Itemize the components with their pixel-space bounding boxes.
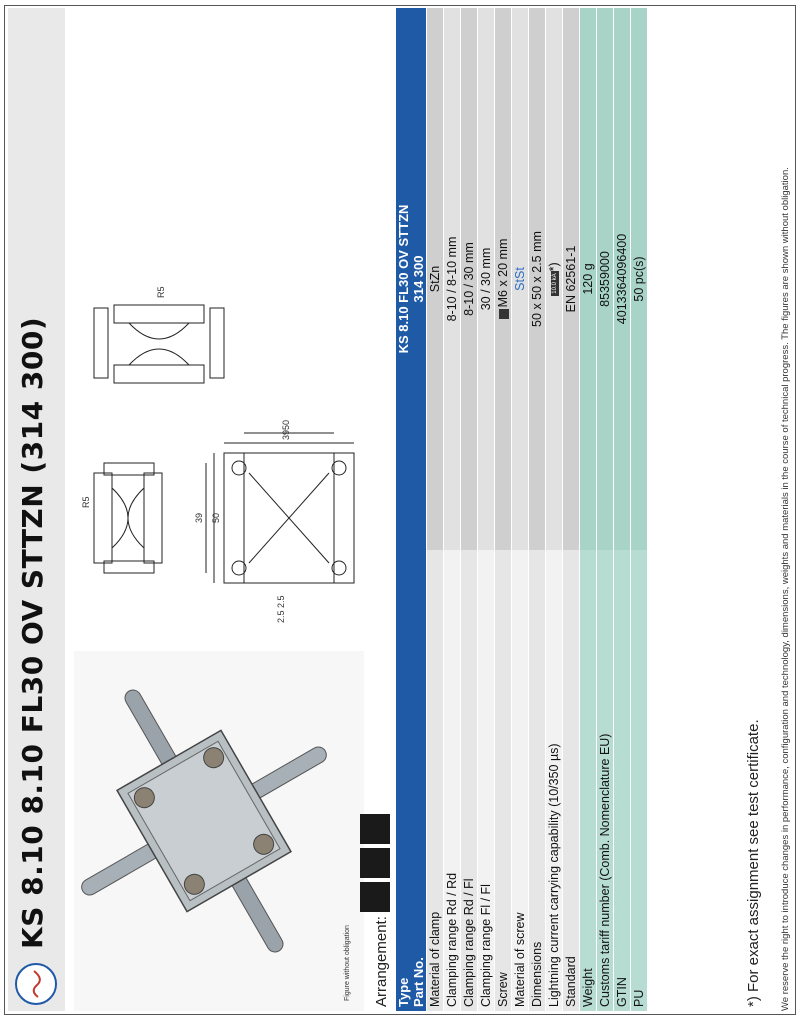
dim-r5-left: R5	[81, 496, 91, 508]
cross-arrangement-icon	[360, 882, 390, 913]
table-row: Clamping range Rd / Rd 8-10 / 8-10 mm	[443, 8, 461, 1011]
table-row: GTIN 4013364096400	[613, 8, 631, 1011]
row-label: Clamping range Fl / Fl	[477, 550, 495, 1011]
t-arrangement-icon	[360, 848, 390, 879]
row-value-text: 30 / 30 mm	[479, 247, 493, 311]
row-value: 4013364096400	[613, 8, 631, 550]
row-label: Material of clamp	[426, 550, 444, 1011]
arrangement-label: Arrangement:	[373, 916, 390, 1007]
table-row: Clamping range Fl / Fl 30 / 30 mm	[477, 8, 495, 1011]
row-value: 8-10 / 30 mm	[460, 8, 478, 550]
table-row: Lightning current carrying capability (1…	[545, 8, 563, 1011]
row-label: Screw	[494, 550, 512, 1011]
table-row: Material of clamp StZn	[426, 8, 444, 1011]
technical-drawing: R5 R5 2.5 2.5 39 50 39 50	[74, 7, 364, 643]
table-row: Standard EN 62561-1	[562, 8, 580, 1011]
row-value-text: *)	[547, 262, 561, 272]
row-value: StSt	[511, 8, 529, 550]
row-label: Clamping range Rd / Rd	[443, 550, 461, 1011]
dim-50-vertical: 50	[281, 420, 291, 430]
legal-footer: We reserve the right to introduce change…	[780, 167, 791, 1011]
row-label: PU	[630, 550, 648, 1011]
product-photo: Figure without obligation	[74, 651, 364, 1011]
row-label: Standard	[562, 550, 580, 1011]
certificate-note: *) For exact assignment see test certifi…	[745, 719, 762, 1007]
row-value-text: 120 g	[581, 263, 595, 295]
row-value: EN 62561-1	[562, 8, 580, 550]
row-value: M6 x 20 mm	[494, 8, 512, 550]
dim-50-horizontal: 50	[211, 513, 221, 523]
row-value-text: 8-10 / 8-10 mm	[445, 236, 459, 322]
row-value-text: 50 x 50 x 2.5 mm	[530, 231, 544, 327]
dim-2-5-a: 2.5	[276, 610, 286, 623]
table-row: Weight 120 g	[579, 8, 597, 1011]
row-value: 85359000	[596, 8, 614, 550]
page-title: KS 8.10 8.10 FL30 OV STTZN (314 300)	[16, 316, 49, 949]
certificate-badge: 10.0 kA	[550, 271, 559, 296]
row-value-text: 85359000	[598, 251, 612, 307]
table-row: Material of screw StSt	[511, 8, 529, 1011]
row-value-text: 4013364096400	[615, 233, 629, 325]
row-value-text: StZn	[428, 265, 442, 293]
row-value-text: 50 pc(s)	[632, 256, 646, 302]
header-bar: KS 8.10 8.10 FL30 OV STTZN (314 300)	[8, 8, 65, 1011]
hex-screw-icon	[498, 309, 509, 320]
parallel-arrangement-icon	[360, 814, 390, 845]
row-value-text: EN 62561-1	[564, 245, 578, 313]
row-value: 30 / 30 mm	[477, 8, 495, 550]
row-value-text: StSt	[513, 267, 527, 291]
row-value: 10.0 kA*)	[545, 8, 563, 550]
table-row: Screw M6 x 20 mm	[494, 8, 512, 1011]
dim-2-5-b: 2.5	[276, 595, 286, 608]
row-value: 8-10 / 8-10 mm	[443, 8, 461, 550]
table-row: Dimensions 50 x 50 x 2.5 mm	[528, 8, 546, 1011]
dim-39-horizontal: 39	[194, 513, 204, 523]
row-label: Clamping range Rd / Fl	[460, 550, 478, 1011]
row-label: Lightning current carrying capability (1…	[545, 550, 563, 1011]
company-logo-icon	[15, 963, 57, 1005]
row-label: Material of screw	[511, 550, 529, 1011]
row-label: Customs tariff number (Comb. Nomenclatur…	[596, 550, 614, 1011]
table-row: Customs tariff number (Comb. Nomenclatur…	[596, 8, 614, 1011]
row-value-text: 8-10 / 30 mm	[462, 242, 476, 316]
row-label: Dimensions	[528, 550, 546, 1011]
row-value: 50 pc(s)	[630, 8, 648, 550]
row-value: StZn	[426, 8, 444, 550]
dim-39-vertical: 39	[281, 430, 291, 440]
row-label: Weight	[579, 550, 597, 1011]
table-row: Clamping range Rd / Fl 8-10 / 30 mm	[460, 8, 478, 1011]
row-value: 50 x 50 x 2.5 mm	[528, 8, 546, 550]
row-value: 120 g	[579, 8, 597, 550]
photo-caption: Figure without obligation	[344, 925, 351, 1001]
row-label: GTIN	[613, 550, 631, 1011]
dim-r5-right: R5	[156, 286, 166, 298]
table-row: PU 50 pc(s)	[630, 8, 648, 1011]
row-value-text: M6 x 20 mm	[496, 238, 510, 308]
arrangement-row: Arrangement:	[360, 814, 390, 1007]
